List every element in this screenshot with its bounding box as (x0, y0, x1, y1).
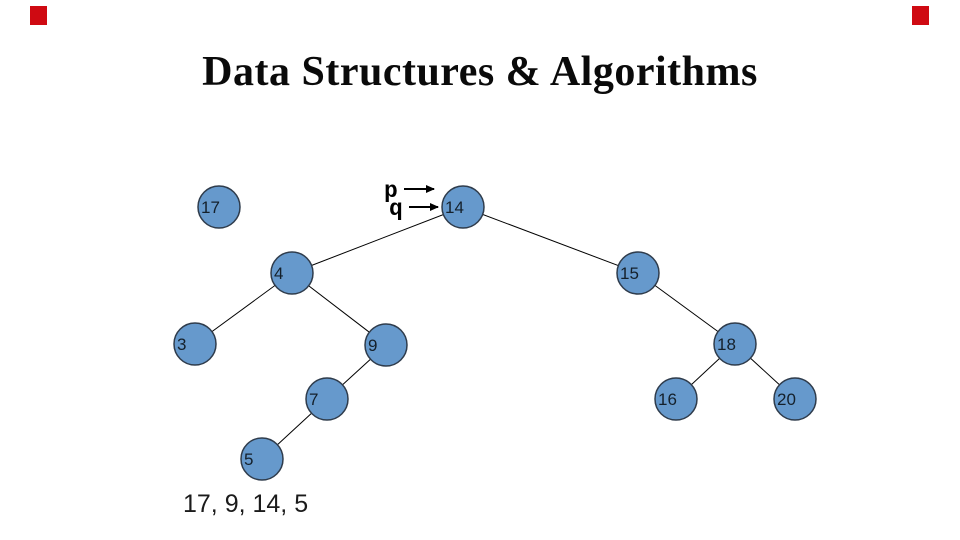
tree-node-label-3: 3 (177, 335, 186, 354)
tree-node-7 (305, 377, 349, 421)
tree-node-label-5: 5 (244, 450, 253, 469)
tree-node-label-15: 15 (620, 264, 639, 283)
tree-node-20 (773, 377, 817, 421)
tree-node-label-20: 20 (777, 390, 796, 409)
tree-node-label-14: 14 (445, 198, 464, 217)
tree-edge (291, 206, 464, 274)
pointer-label-q: q (389, 196, 403, 222)
red-corner-accent-left (30, 6, 47, 25)
tree-node-label-16: 16 (658, 390, 677, 409)
tree-node-label-4: 4 (274, 264, 283, 283)
tree-edges (194, 206, 796, 460)
tree-node-4 (270, 251, 314, 295)
tree-node-9 (364, 323, 408, 367)
tree-edge (462, 206, 639, 274)
pointer-annotations: pq (384, 178, 439, 222)
tree-node-label-17: 17 (201, 198, 220, 217)
tree-node-17 (197, 185, 241, 229)
pointer-label-p: p (384, 178, 398, 204)
red-corner-accent-right (912, 6, 929, 25)
traversal-sequence-text: 17, 9, 14, 5 (183, 490, 309, 518)
tree-node-label-18: 18 (717, 335, 736, 354)
tree-node-3 (173, 322, 217, 366)
tree-node-15 (616, 251, 660, 295)
tree-nodes: 17 14 4 15 3 9 18 7 16 20 5 (173, 185, 817, 481)
slide-title: Data Structures & Algorithms (202, 49, 758, 95)
tree-node-label-7: 7 (309, 390, 318, 409)
tree-node-18 (713, 322, 757, 366)
tree-node-16 (654, 377, 698, 421)
tree-node-label-9: 9 (368, 336, 377, 355)
tree-node-14 (441, 185, 485, 229)
tree-node-5 (240, 437, 284, 481)
